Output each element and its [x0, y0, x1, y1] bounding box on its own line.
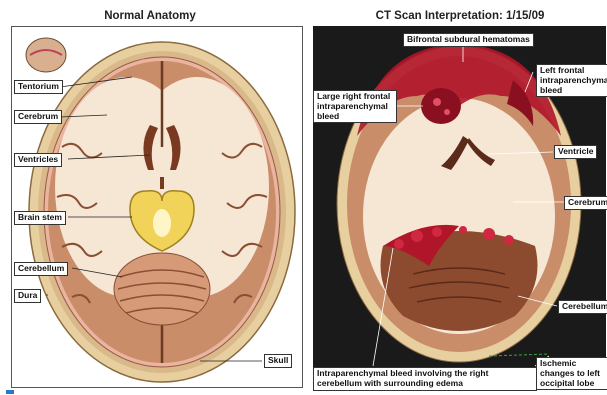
cerebellum [114, 253, 210, 325]
ischemic-indicator [489, 354, 549, 356]
normal-anatomy-panel: Tentorium Cerebrum Ventricles Brain stem… [11, 26, 303, 388]
label-cerebrum-ct: Cerebrum [564, 196, 607, 210]
label-brain-stem: Brain stem [14, 211, 66, 225]
label-skull: Skull [264, 354, 292, 368]
label-large-right-frontal-bleed: Large right frontal intraparenchymal ble… [313, 90, 397, 123]
third-ventricle [160, 177, 164, 189]
label-ischemic-changes: Ischemic changes to left occipital lobe [536, 357, 607, 390]
normal-anatomy-title: Normal Anatomy [70, 10, 230, 22]
label-dura: Dura [14, 289, 41, 303]
ct-interpretation-panel: A2 Bifrontal subdural hematomas Left fro… [313, 26, 606, 388]
skull-thumbnail-icon [26, 38, 66, 72]
right-frontal-bleed [421, 88, 461, 124]
label-cerebellar-bleed: Intraparenchymal bleed involving the rig… [313, 367, 537, 391]
label-left-frontal-bleed: Left frontal intraparenchymal bleed [536, 64, 607, 97]
bleed-spot-1 [433, 98, 441, 106]
bleed-spot-2 [444, 109, 450, 115]
label-bifrontal-hematomas: Bifrontal subdural hematomas [403, 33, 534, 47]
label-cerebrum: Cerebrum [14, 110, 62, 124]
label-tentorium: Tentorium [14, 80, 63, 94]
publisher-logo-mark [6, 390, 14, 394]
label-ventricle: Ventricle [554, 145, 597, 159]
label-ventricles: Ventricles [14, 153, 62, 167]
ct-scan-title: CT Scan Interpretation: 1/15/09 [330, 10, 590, 22]
label-cerebellum: Cerebellum [14, 262, 68, 276]
aqueduct [153, 209, 171, 237]
label-cerebellum-ct: Cerebellum [558, 300, 607, 314]
